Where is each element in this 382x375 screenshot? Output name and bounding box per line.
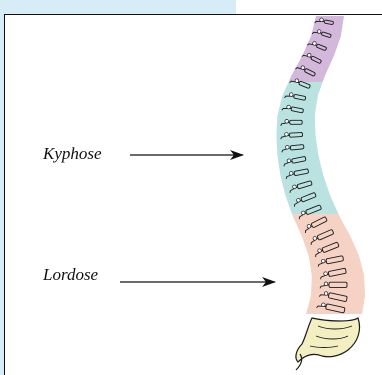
lordose-label: Lordose [43,265,98,285]
kyphose-label: Kyphose [43,144,102,164]
sacrum-region [296,318,360,362]
cervical-region [289,16,344,82]
